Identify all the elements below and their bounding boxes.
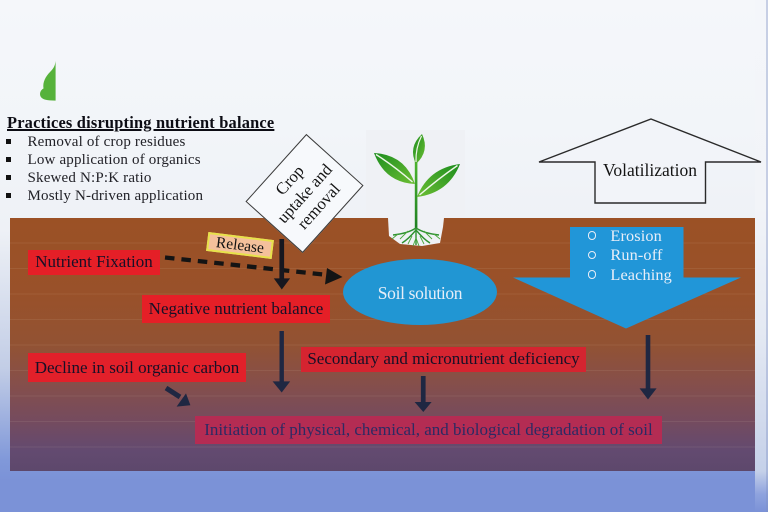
svg-text:Volatilization: Volatilization	[603, 160, 697, 180]
